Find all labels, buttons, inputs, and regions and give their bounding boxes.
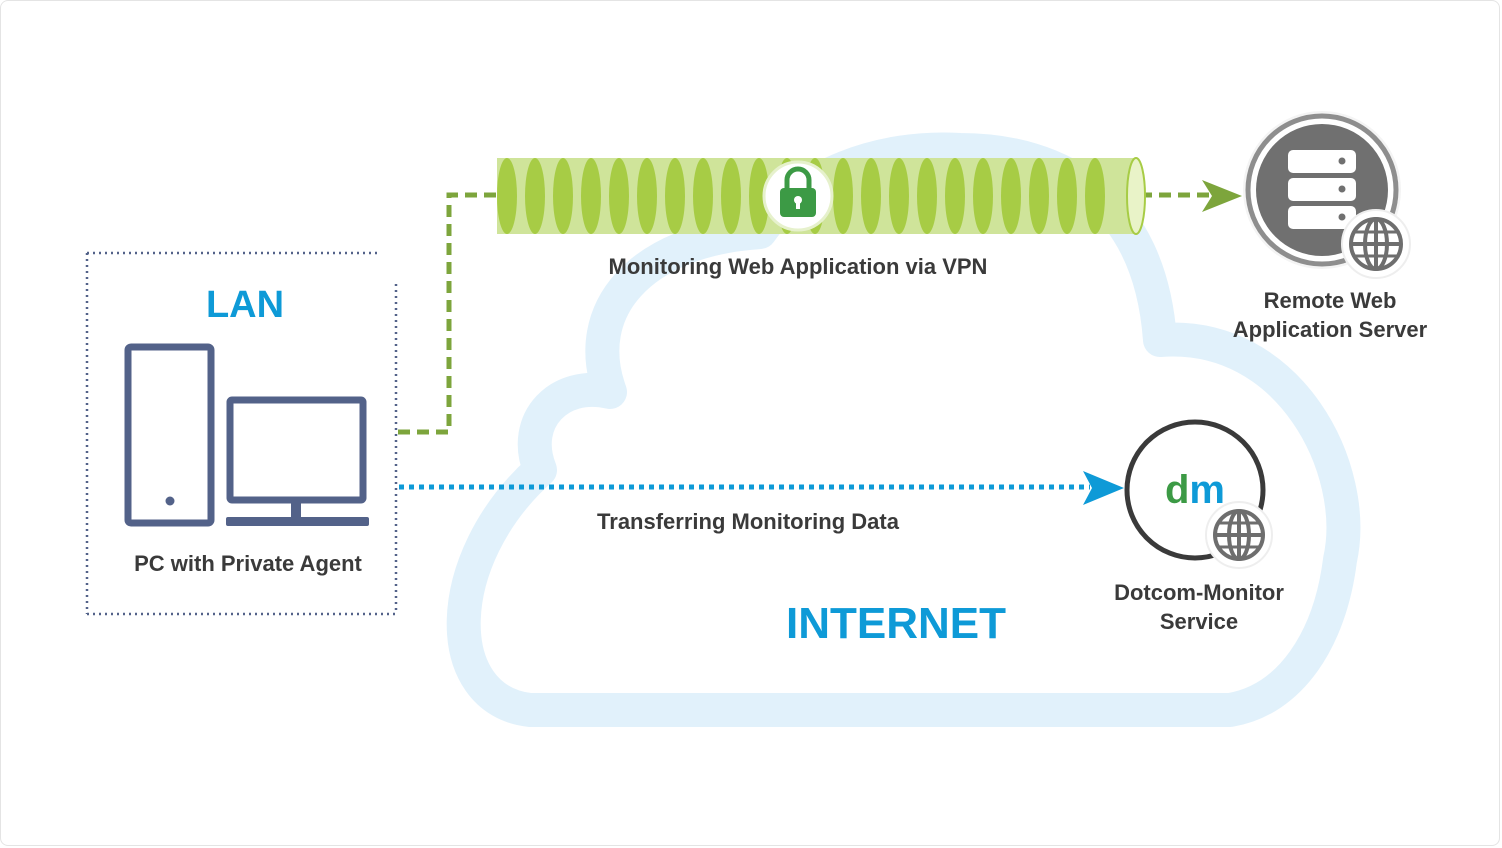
- padlock-icon: [762, 160, 834, 232]
- vpn-connection-line: [398, 192, 496, 435]
- vpn-arrowhead: [1202, 180, 1242, 212]
- service-label-line1: Dotcom-Monitor: [1114, 580, 1284, 605]
- tunnel-ring: [889, 158, 909, 234]
- tunnel-ring: [917, 158, 937, 234]
- globe-icon: [1341, 209, 1411, 279]
- transfer-label: Transferring Monitoring Data: [597, 509, 899, 534]
- tunnel-ring: [553, 158, 573, 234]
- tunnel-ring: [945, 158, 965, 234]
- tunnel-ring: [525, 158, 545, 234]
- tunnel-ring: [1085, 158, 1105, 234]
- tunnel-ring: [1029, 158, 1049, 234]
- tunnel-ring: [609, 158, 629, 234]
- tunnel-ring: [973, 158, 993, 234]
- tunnel-ring: [497, 158, 517, 234]
- service-label-line2: Service: [1159, 609, 1239, 634]
- pc-label: PC with Private Agent: [134, 551, 362, 576]
- desktop-computer-icon: [124, 343, 369, 527]
- tunnel-ring: [861, 158, 881, 234]
- tunnel-ring: [665, 158, 685, 234]
- tunnel-ring: [749, 158, 769, 234]
- tunnel-ring: [1001, 158, 1021, 234]
- tunnel-ring: [833, 158, 853, 234]
- internet-label: INTERNET: [786, 599, 1006, 648]
- lan-label: LAN: [205, 284, 285, 326]
- server-label-line1: Remote Web: [1263, 288, 1397, 313]
- vpn-label: Monitoring Web Application via VPN: [608, 254, 988, 279]
- lan-boundary: [85, 251, 398, 616]
- globe-icon: [1205, 501, 1273, 569]
- tunnel-ring: [1057, 158, 1077, 234]
- tunnel-ring: [581, 158, 601, 234]
- server-label-line2: Application Server: [1232, 317, 1428, 342]
- data-transfer-arrowhead: [1083, 471, 1124, 505]
- tunnel-ring: [637, 158, 657, 234]
- tunnel-ring: [693, 158, 713, 234]
- dm-logo-text: dm: [1165, 468, 1225, 512]
- tunnel-ring: [721, 158, 741, 234]
